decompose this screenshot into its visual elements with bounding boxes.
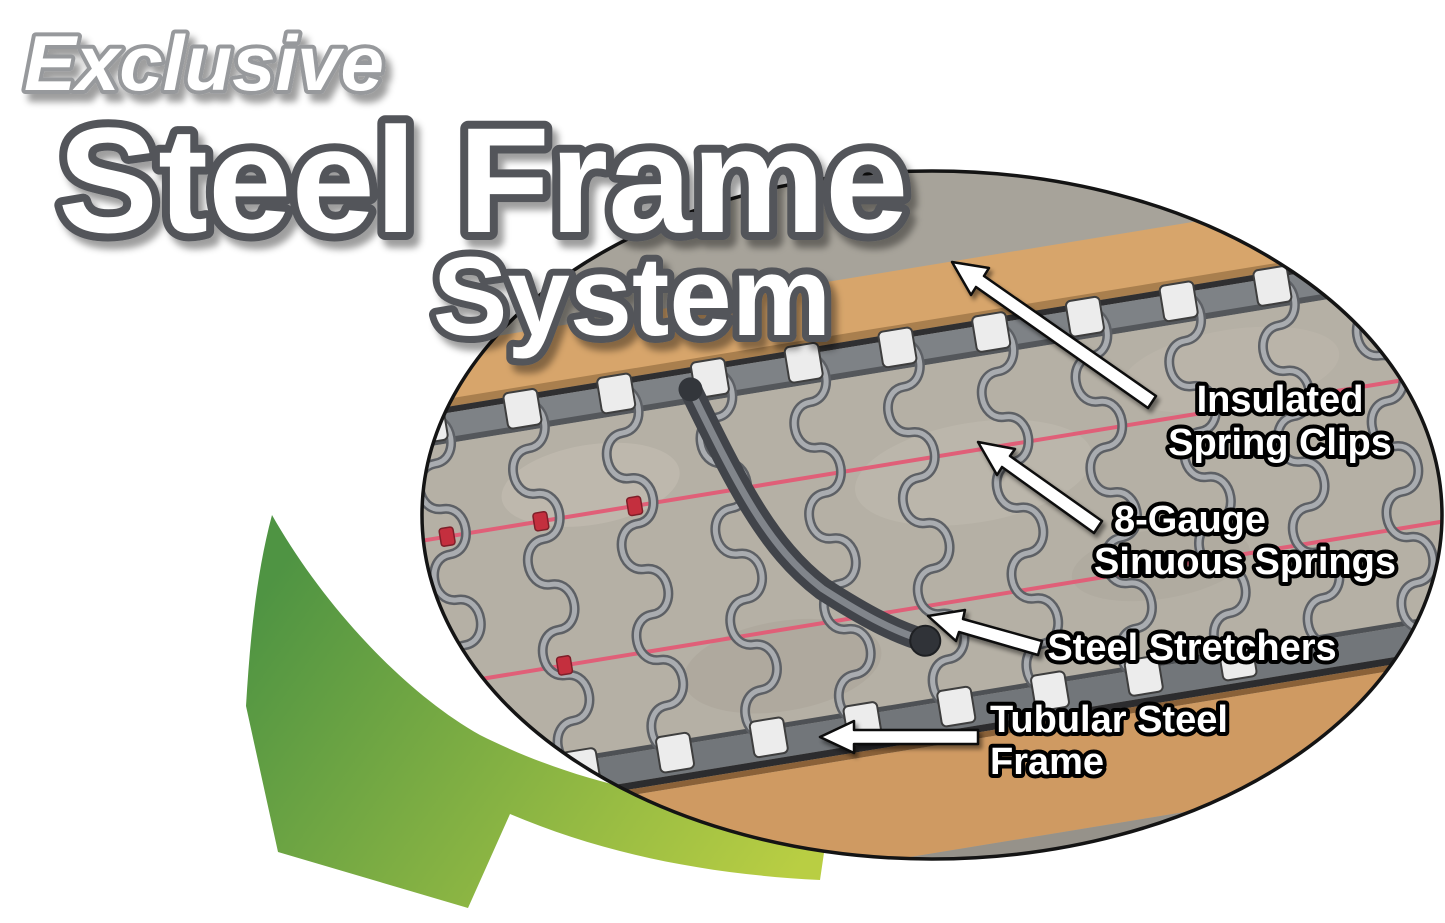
pointer-arrow-sinuous-springs (976, 440, 1104, 535)
headline-system: System (433, 234, 831, 359)
label-tubular-frame-line2: Frame (990, 741, 1104, 783)
label-sinuous-springs-line2: Sinuous Springs (1094, 541, 1396, 583)
headline-group: Exclusive Steel Frame System (20, 15, 916, 366)
spring-deck (422, 235, 1442, 820)
label-spring-clips-line2: Spring Clips (1168, 422, 1392, 464)
pointer-arrows-group (818, 260, 1158, 755)
wire-clips-group (438, 495, 644, 692)
headline-steel-frame: Steel Frame (58, 96, 908, 264)
pointer-arrow-spring-clips (950, 260, 1158, 410)
annotation-labels-group: Insulated Spring Clips 8-Gauge Sinuous S… (986, 375, 1400, 787)
label-spring-clips-line1: Insulated (1197, 379, 1364, 421)
pointer-arrow-tubular-frame (818, 719, 980, 755)
pointer-arrow-steel-stretchers (926, 608, 1044, 657)
photo-oval-outline (420, 169, 1444, 861)
headline-exclusive: Exclusive (24, 19, 384, 107)
label-steel-stretchers: Steel Stretchers (1047, 627, 1336, 669)
steel-stretcher (678, 377, 942, 657)
label-tubular-frame-line1: Tubular Steel (990, 699, 1228, 741)
label-sinuous-springs-line1: 8-Gauge (1114, 499, 1266, 541)
